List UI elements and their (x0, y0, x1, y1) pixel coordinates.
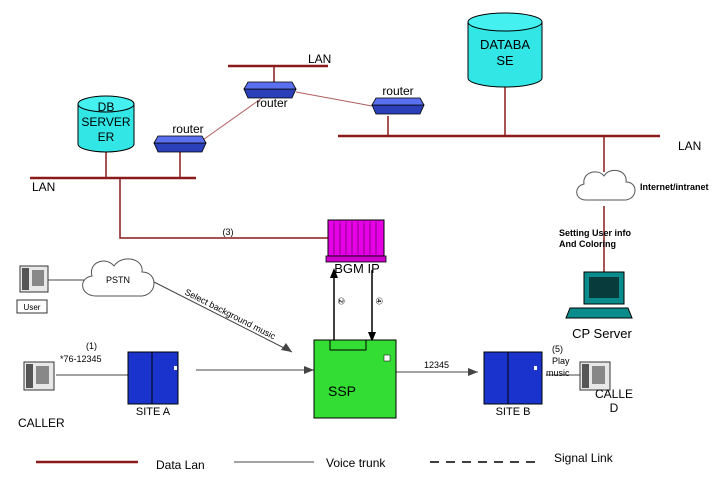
pstn-label: PSTN (106, 275, 130, 285)
site-a-cabinet-1 (127, 351, 153, 405)
pstn-ssp-link (153, 281, 293, 353)
legend-voice-trunk-label: Voice trunk (326, 456, 386, 470)
site-a-ssp-arrow (304, 366, 314, 374)
database-label-1: DATABA (480, 37, 530, 52)
bgm-ip-base (325, 255, 387, 263)
caller-label: CALLER (18, 416, 65, 430)
dial-code-label: *76-12345 (60, 354, 102, 364)
db-server-cylinder-top (77, 95, 135, 113)
callee-label-1: CALLE (595, 387, 633, 401)
lan-top-label: LAN (308, 52, 331, 66)
bgm-ip-box (327, 219, 385, 257)
signal-up-arrow (330, 268, 338, 278)
keyboard-icon (565, 307, 633, 319)
user-label-box (16, 299, 48, 314)
bgm-ip: BGM IP (325, 219, 387, 276)
site-a-cabinet-2 (151, 351, 179, 405)
lan-bgm-link (119, 178, 328, 239)
step3-label: (3) (223, 227, 234, 237)
cloud-icon (576, 169, 636, 201)
select-music-label: Select background music (183, 287, 278, 342)
lan-left-label: LAN (32, 180, 55, 194)
ssp: SSP (313, 339, 397, 419)
phone-keypad (32, 270, 44, 286)
db-server-cylinder-body (77, 103, 135, 153)
ssp-top-panel (329, 339, 367, 351)
step4-label: ④ (374, 297, 384, 305)
db-server-label-1: DB (98, 100, 115, 114)
call-links (48, 268, 582, 376)
step5-label: (5) (552, 344, 563, 354)
db-server-label-3: ER (98, 130, 115, 144)
ssp-box (313, 339, 397, 419)
play-music-label-1: Play (552, 356, 570, 366)
db-server: DB SERVER ER (77, 95, 135, 153)
phone-handset (26, 364, 33, 388)
site-a-indicator (174, 366, 177, 370)
router-link-right (295, 91, 373, 107)
setting-info-label-2: And Coloring (559, 239, 616, 249)
cloud-icon (82, 258, 155, 297)
database-label-2: SE (496, 53, 514, 68)
router-right: router (371, 84, 425, 115)
site-b-label: SITE B (496, 406, 531, 418)
site-b-indicator (534, 366, 537, 370)
cp-server-label: CP Server (572, 326, 632, 341)
db-server-label-2: SERVER (81, 115, 130, 129)
setting-info-label-1: Setting User info (559, 228, 632, 238)
database: DATABA SE (467, 12, 543, 88)
phone-handset (22, 268, 29, 290)
lan-right-label: LAN (678, 139, 701, 153)
pstn-ssp-arrow (281, 343, 292, 352)
ssp-site-b-arrow (468, 368, 478, 376)
callee-phone: CALLE D (579, 361, 633, 415)
site-b-cabinet-1 (483, 351, 509, 405)
router-left-top (153, 135, 207, 144)
number-label: 12345 (424, 360, 449, 370)
caller-phone: CALLER (18, 361, 65, 430)
router-center: router (243, 81, 297, 110)
router-center-label: router (256, 96, 287, 110)
user-label: User (24, 303, 41, 312)
router-left-body (153, 142, 207, 153)
router-left: router (153, 122, 207, 153)
play-music-label-2: music (546, 368, 570, 378)
monitor-screen (589, 277, 619, 298)
cp-server: CP Server (565, 271, 633, 341)
callee-label-2: D (610, 401, 619, 415)
ssp-indicator (383, 354, 391, 362)
router-right-body (371, 104, 425, 115)
bgm-ip-label: BGM IP (334, 261, 380, 276)
legend-data-lan-label: Data Lan (156, 458, 205, 472)
router-right-top (371, 97, 425, 106)
internet-cloud: Internet/intranet (576, 169, 709, 201)
signal-down-arrow (368, 332, 376, 342)
step2-label: ② (336, 297, 346, 305)
site-a-label: SITE A (136, 406, 171, 418)
site-b-cabinet-2 (507, 351, 543, 405)
lan-links (30, 64, 660, 274)
internet-label: Internet/intranet (640, 182, 709, 192)
site-b: SITE B (483, 351, 543, 418)
phone-keypad (592, 366, 605, 384)
user-phone: User (16, 265, 49, 314)
ssp-label: SSP (328, 383, 356, 399)
legend-signal-link-label: Signal Link (554, 451, 614, 465)
phone-keypad (36, 366, 49, 384)
router-center-top (243, 81, 297, 90)
legend: Data Lan Voice trunk Signal Link (36, 451, 614, 472)
database-cylinder-top (467, 12, 543, 32)
phone-handset (582, 364, 589, 388)
router-right-label: router (382, 84, 413, 98)
router-left-label: router (172, 122, 203, 136)
step1-label: (1) (86, 341, 97, 351)
database-cylinder-body (467, 21, 543, 88)
site-a: SITE A (127, 351, 179, 418)
router-link-left (199, 97, 263, 143)
pstn-cloud: PSTN (82, 258, 155, 297)
